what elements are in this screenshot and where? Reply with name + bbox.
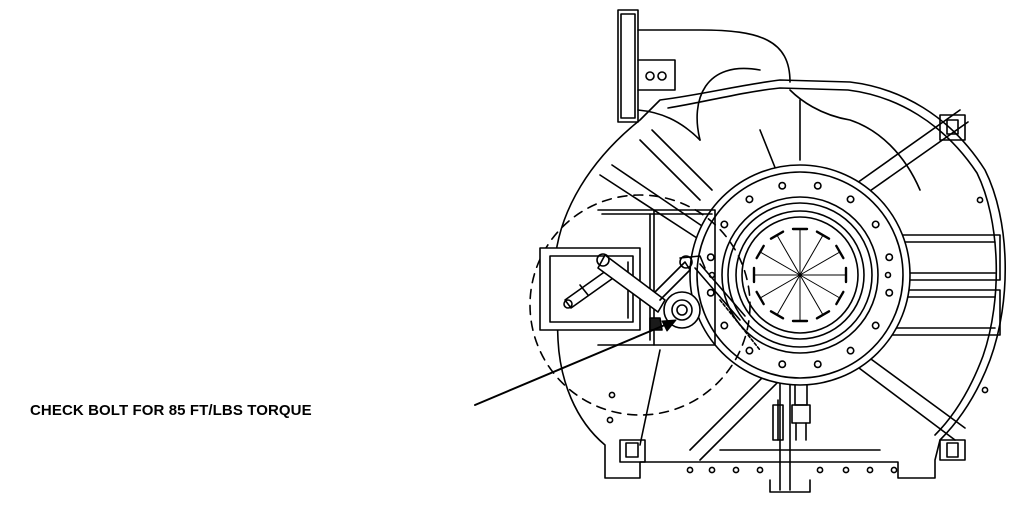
vane-line — [799, 274, 824, 316]
bolt-hole — [885, 253, 894, 262]
discharge-flange — [617, 9, 791, 141]
bolt-hole — [885, 288, 894, 297]
small-hole — [608, 391, 616, 399]
bolt-hole — [778, 360, 787, 369]
lower-fittings — [769, 384, 811, 493]
bolt-hole — [871, 321, 880, 330]
vane-tip — [755, 244, 765, 260]
bolt-hole — [813, 360, 822, 369]
bolt-hole — [846, 195, 855, 204]
bolt-hole — [745, 346, 754, 355]
volute-curves — [696, 67, 921, 191]
vane-tip — [835, 244, 845, 260]
small-hole — [842, 466, 850, 474]
small-hole — [606, 416, 614, 424]
small-hole — [890, 466, 898, 474]
small-hole — [816, 466, 824, 474]
bolt-hole — [720, 220, 729, 229]
vane-line — [776, 234, 801, 276]
vane-tip — [815, 230, 831, 240]
linkage-arm — [563, 253, 761, 351]
vane-line — [759, 251, 801, 276]
small-hole — [708, 466, 716, 474]
bolt-hole — [706, 253, 715, 262]
small-hole — [686, 466, 694, 474]
bolt-hole — [846, 346, 855, 355]
vane-tip — [815, 310, 831, 320]
bolt-hole — [706, 288, 715, 297]
vane-tip — [835, 290, 845, 306]
vane-tip — [769, 230, 785, 240]
vane-line — [759, 274, 801, 299]
small-hole — [732, 466, 740, 474]
flange-bolt-holes — [706, 181, 894, 369]
torque-callout-label: CHECK BOLT FOR 85 FT/LBS TORQUE — [30, 402, 312, 419]
right-ribs — [889, 234, 1001, 336]
bolt-hole — [720, 321, 729, 330]
vane-tip — [769, 310, 785, 320]
detail-circle — [529, 194, 751, 416]
vane-line — [799, 251, 841, 276]
small-hole — [756, 466, 764, 474]
vane-line — [799, 274, 841, 299]
arrow-head — [661, 319, 677, 332]
impeller-vanes — [752, 227, 848, 323]
bolt-hole — [778, 181, 787, 190]
small-hole — [981, 386, 989, 394]
vane-line — [799, 234, 824, 276]
bolt-hole — [745, 195, 754, 204]
small-holes — [606, 196, 989, 474]
vane-line — [776, 274, 801, 316]
corner-bosses — [619, 114, 966, 463]
small-hole — [976, 196, 984, 204]
vane-tip — [755, 290, 765, 306]
bolt-hole — [813, 181, 822, 190]
bolt-hole — [871, 220, 880, 229]
callout-leader — [474, 319, 677, 406]
small-hole — [866, 466, 874, 474]
